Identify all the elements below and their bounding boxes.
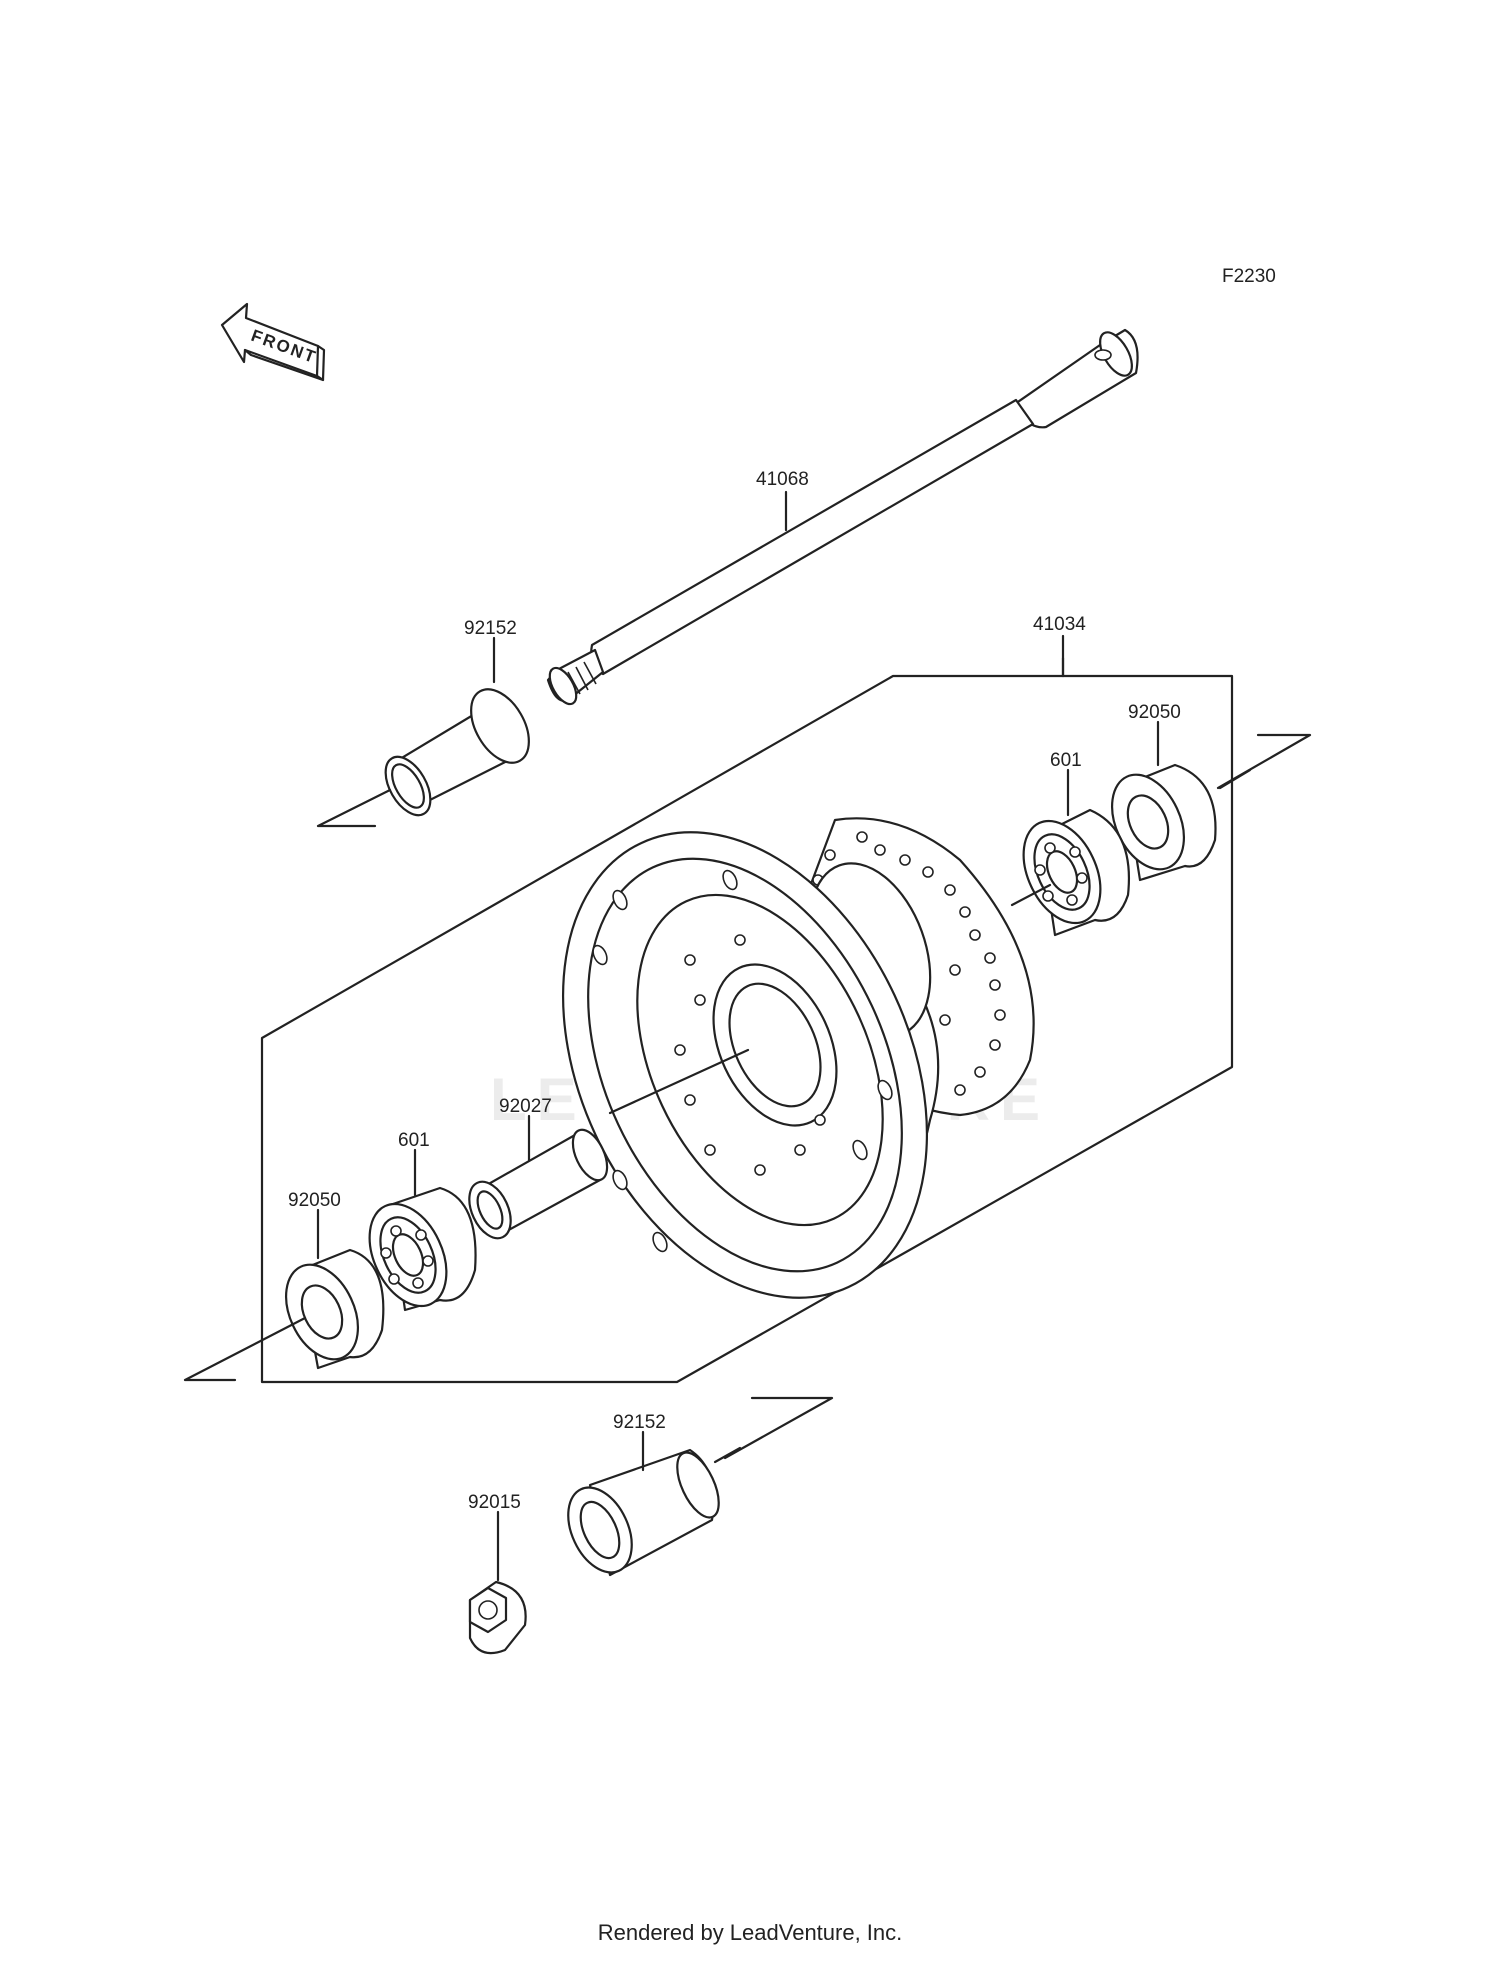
axle-part xyxy=(546,328,1139,706)
label-hub-assembly: 41034 xyxy=(1033,614,1086,635)
seal-left-part xyxy=(285,1248,385,1370)
spacer-part xyxy=(468,1128,609,1240)
collar-bottom-part xyxy=(567,1448,720,1577)
label-axle: 41068 xyxy=(756,469,809,490)
label-seal-right: 92050 xyxy=(1128,702,1181,723)
bearing-left-part xyxy=(368,1186,477,1312)
label-seal-left: 92050 xyxy=(288,1190,341,1211)
label-bearing-right: 601 xyxy=(1050,750,1082,771)
nut-part xyxy=(468,1580,527,1655)
front-arrow-icon: FRONT xyxy=(220,302,326,382)
hub-assembly-frame xyxy=(260,674,1234,1384)
label-collar-bottom: 92152 xyxy=(613,1412,666,1433)
label-collar-top: 92152 xyxy=(464,618,517,639)
bearing-right-part xyxy=(1022,808,1130,937)
footer-credit: Rendered by LeadVenture, Inc. xyxy=(597,1920,903,1945)
ref-code: F2230 xyxy=(1222,266,1276,287)
label-bearing-left: 601 xyxy=(398,1130,430,1151)
wheel-hub-part xyxy=(562,817,1035,1299)
label-nut: 92015 xyxy=(468,1492,521,1513)
label-spacer: 92027 xyxy=(499,1096,552,1117)
collar-top-part xyxy=(384,688,530,817)
